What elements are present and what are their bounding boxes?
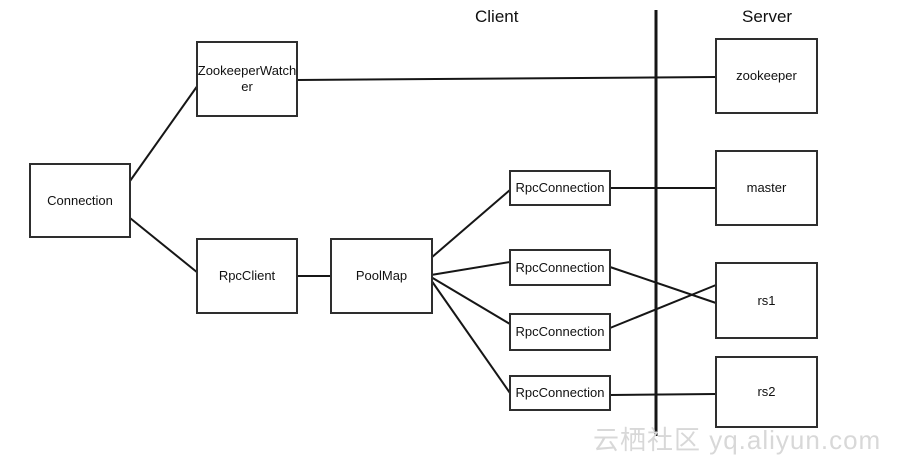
edge-pool-map-to-rpc-connection-2 [430, 261, 511, 276]
node-label-rpc-connection-1: RpcConnection [515, 180, 605, 195]
node-label-rs1: rs1 [757, 292, 776, 308]
node-label-pool-map: PoolMap [355, 268, 408, 283]
node-label-connection: Connection [47, 192, 113, 208]
server-section-label: Server [742, 7, 793, 26]
node-label-rpc-client: RpcClient [218, 268, 276, 283]
edge-pool-map-to-rpc-connection-3 [430, 276, 511, 325]
node-zookeeper: zookeeper [715, 38, 818, 114]
node-label-zookeeper: zookeeper [736, 68, 797, 83]
client-section-label: Client [475, 7, 519, 26]
node-label-rpc-connection-4: RpcConnection [515, 385, 605, 400]
node-connection: Connection [29, 163, 131, 238]
node-label-zookeeper-watcher: ZookeeperWatch er [197, 63, 297, 94]
edge-rpc-connection-2-to-rs1 [609, 266, 717, 304]
node-label-rs2: rs2 [757, 384, 776, 399]
node-rpc-client: RpcClient [196, 238, 298, 314]
node-master: master [715, 150, 818, 226]
edge-connection-to-rpc-client [129, 217, 199, 274]
node-rs2: rs2 [715, 356, 818, 428]
edge-zookeeper-watcher-to-zookeeper [296, 76, 717, 81]
node-pool-map: PoolMap [330, 238, 433, 314]
node-rpc-connection-4: RpcConnection [509, 375, 611, 411]
node-rs1: rs1 [715, 262, 818, 339]
node-label-rpc-connection-3: RpcConnection [515, 324, 605, 339]
node-rpc-connection-1: RpcConnection [509, 170, 611, 206]
edge-rpc-connection-3-to-rs1 [609, 284, 717, 329]
node-zookeeper-watcher: ZookeeperWatch er [196, 41, 298, 117]
edge-connection-to-zookeeper-watcher [129, 84, 199, 182]
edge-pool-map-to-rpc-connection-1 [430, 189, 511, 259]
node-rpc-connection-2: RpcConnection [509, 249, 611, 286]
node-rpc-connection-3: RpcConnection [509, 313, 611, 351]
node-label-master: master [746, 180, 787, 195]
node-label-rpc-connection-2: RpcConnection [515, 259, 605, 275]
edge-rpc-connection-4-to-rs2 [609, 393, 717, 396]
edge-pool-map-to-rpc-connection-4 [430, 279, 511, 394]
